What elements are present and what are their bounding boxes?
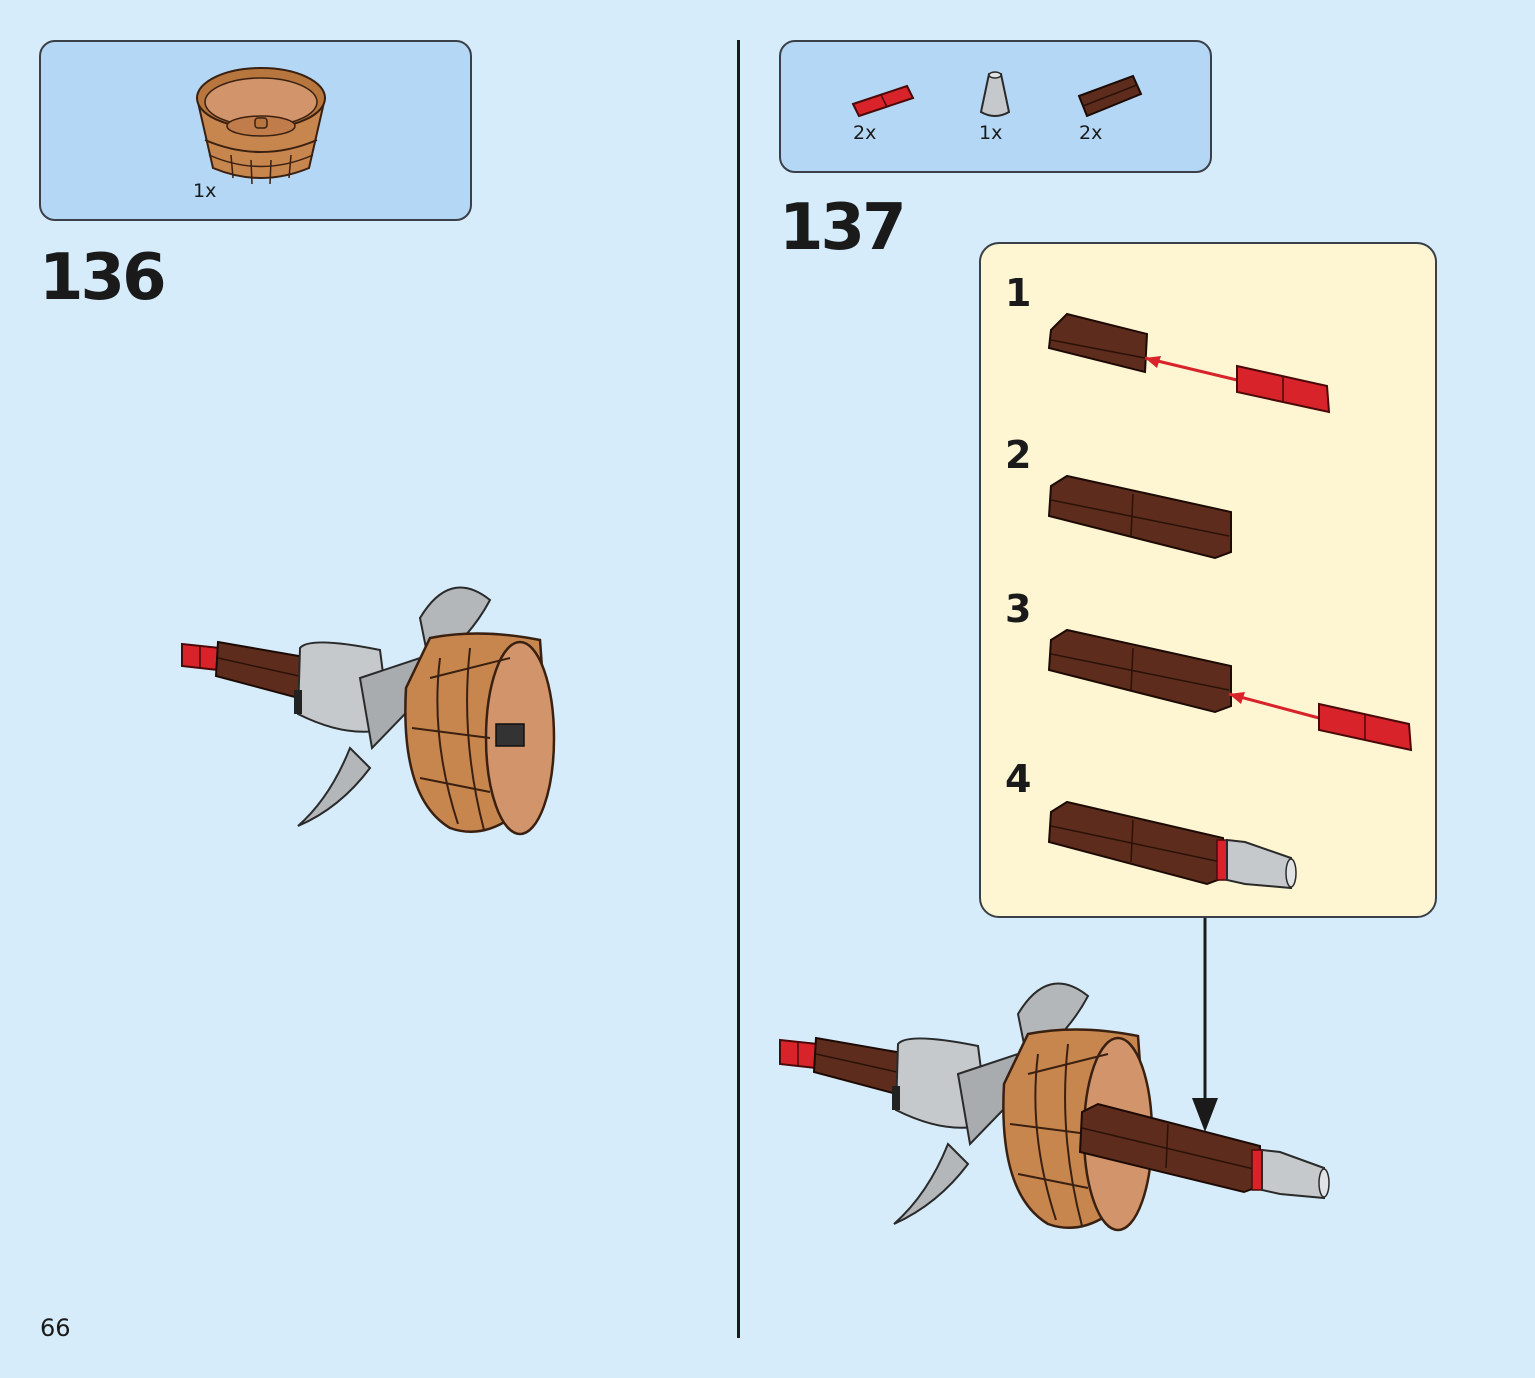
- bucket-icon: [404, 632, 556, 836]
- part-qty: 2x: [1079, 122, 1103, 144]
- part-qty: 1x: [193, 180, 217, 202]
- substep-number: 3: [1005, 587, 1032, 631]
- red-axle-connector-icon: [181, 642, 222, 672]
- substep-2-illustration: [1047, 474, 1232, 560]
- step-number-137: 137: [779, 191, 907, 265]
- down-arrow-icon: [1192, 918, 1218, 1132]
- substep-number: 4: [1005, 757, 1032, 801]
- page-number: 66: [40, 1314, 71, 1342]
- bucket-icon: [195, 67, 327, 185]
- part-qty: 2x: [853, 122, 877, 144]
- assembly-136-illustration: [181, 586, 556, 836]
- substep-1-illustration: [1047, 312, 1331, 414]
- substep-4-illustration: [1047, 800, 1297, 890]
- parts-callout-136: 1x: [39, 40, 472, 221]
- sub-assembly-panel: 1 2 3 4: [979, 242, 1437, 918]
- substep-number: 2: [1005, 433, 1032, 477]
- parts-callout-137: 2x 1x 2x: [779, 40, 1212, 173]
- gray-cone-icon: [979, 71, 1011, 117]
- assembly-137-illustration: [779, 982, 1330, 1232]
- part-qty: 1x: [979, 122, 1003, 144]
- substep-3-illustration: [1047, 628, 1413, 752]
- red-axle-connector-icon: [779, 1038, 820, 1070]
- substep-number: 1: [1005, 271, 1032, 315]
- brown-bar-icon: [1077, 74, 1143, 118]
- page-divider: [737, 40, 740, 1338]
- red-axle-connector-icon: [851, 84, 915, 118]
- step-number-136: 136: [39, 241, 167, 315]
- attached-bar-assembly: [1078, 1102, 1330, 1200]
